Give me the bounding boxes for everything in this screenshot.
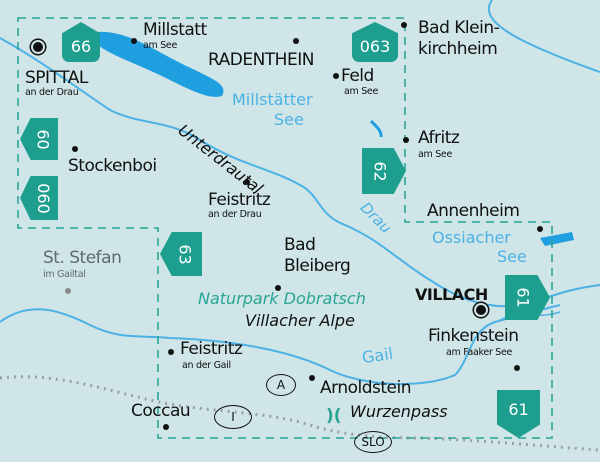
map-sheet-61-villach-label: 61 [513, 287, 533, 308]
label-stockenboi: Stockenboi [68, 156, 157, 176]
city-marker-spittal [33, 42, 43, 52]
country-italy: I [214, 405, 252, 429]
label-arnoldstein: Arnoldstein [320, 378, 412, 398]
lake-ossiacher-see [540, 232, 574, 246]
label-radenthein: RADENTHEIN [208, 50, 314, 70]
label-bad-kleinkirchheim-1: Bad Klein- [418, 18, 500, 38]
city-marker-villach [476, 305, 486, 315]
dot-annenheim [537, 226, 543, 232]
label-bad-kleinkirchheim-2: kirchheim [418, 39, 498, 59]
label-finkenstein-sub: am Faaker See [446, 347, 513, 358]
label-annenheim: Annenheim [427, 201, 520, 221]
country-italy-label: I [231, 410, 235, 424]
label-ossiacher-see-1: Ossiacher [432, 228, 511, 247]
label-feistritz-gail-sub: an der Gail [182, 360, 231, 371]
label-feistritz-drau-sub: an der Drau [208, 209, 262, 220]
map-sheet-63-label: 63 [175, 243, 195, 265]
label-bad-bleiberg-1: Bad [284, 235, 316, 255]
country-austria: A [266, 374, 296, 396]
label-feistritz-gail: Feistritz [180, 339, 243, 359]
dot-finkenstein [514, 365, 520, 371]
map-sheet-060-label: 060 [33, 182, 53, 214]
map-sheet-063-label: 063 [359, 36, 391, 56]
dot-bad-bleiberg [275, 285, 281, 291]
dot-feld [333, 73, 339, 79]
label-finkenstein: Finkenstein [428, 326, 519, 346]
country-slovenia: SLO [354, 431, 392, 453]
map-sheet-60-label: 60 [33, 128, 53, 150]
label-naturpark-dobratsch: Naturpark Dobratsch [198, 289, 366, 308]
dot-feistritz-gail [168, 349, 174, 355]
label-afritz: Afritz [418, 128, 460, 148]
dot-feistritz-drau [244, 179, 250, 185]
label-feld-sub: am See [344, 86, 379, 97]
label-bad-bleiberg-2: Bleiberg [284, 256, 351, 276]
dot-radenthein [293, 38, 299, 44]
dot-bad-kleinkirchheim [401, 22, 407, 28]
country-slovenia-label: SLO [361, 435, 385, 449]
dot-stockenboi [72, 146, 78, 152]
lake-millstaetter-see [98, 31, 224, 97]
dot-afritz [403, 137, 409, 143]
label-st-stefan-sub: im Gailtal [43, 269, 86, 280]
label-afritz-sub: am See [418, 149, 453, 160]
dot-arnoldstein [309, 375, 315, 381]
label-ossiacher-see-2: See [497, 247, 527, 266]
dot-coccau [163, 424, 169, 430]
sheet-frame [17, 17, 553, 439]
map-sheet-61-label: 61 [508, 399, 529, 419]
lake-small [369, 119, 383, 138]
label-spittal-sub: an der Drau [25, 87, 79, 98]
label-spittal: SPITTAL [25, 68, 88, 88]
label-feistritz-drau: Feistritz [208, 190, 271, 210]
label-millstaetter-see-2: See [274, 110, 304, 129]
label-millstaetter-see-1: Millstätter [232, 90, 313, 109]
label-feld: Feld [341, 66, 374, 86]
dot-millstatt [131, 38, 137, 44]
label-coccau: Coccau [131, 401, 191, 421]
label-wurzenpass: Wurzenpass [350, 402, 448, 421]
map-sheet-66-label: 66 [70, 36, 92, 56]
river-gail [0, 304, 561, 386]
label-villacher-alpe: Villacher Alpe [245, 311, 355, 330]
river-top-right [487, 0, 600, 73]
country-austria-label: A [276, 378, 286, 392]
label-millstatt: Millstatt [143, 20, 207, 40]
label-gail: Gail [360, 343, 395, 368]
label-villach: VILLACH [415, 285, 488, 304]
dot-st-stefan [65, 288, 71, 294]
label-st-stefan: St. Stefan [43, 248, 122, 268]
pass-icon: )( [326, 406, 342, 426]
label-millstatt-sub: am See [143, 40, 178, 51]
map-sheet-62-label: 62 [370, 160, 390, 182]
border-line [0, 375, 600, 452]
